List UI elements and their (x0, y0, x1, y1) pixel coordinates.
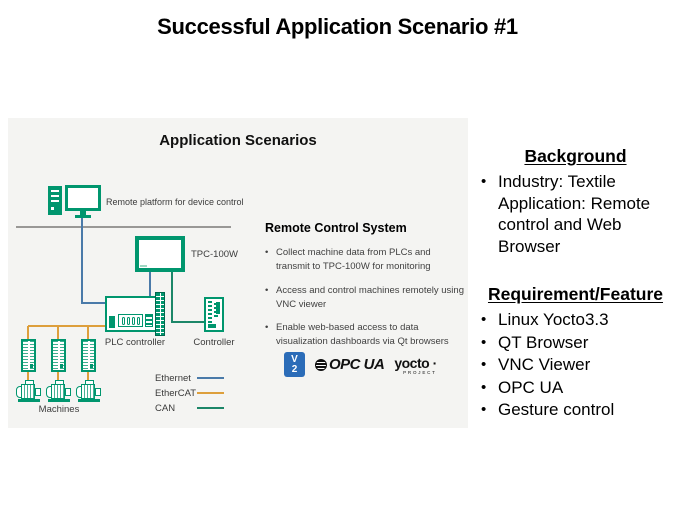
monitor-base (75, 215, 91, 218)
rcs-bullet-list: Collect machine data from PLCs and trans… (265, 246, 467, 350)
rcs-heading: Remote Control System (265, 221, 407, 235)
tpc-label: TPC-100W (191, 249, 238, 260)
page-title: Successful Application Scenario #1 (157, 14, 518, 39)
tpc-100w-panel-icon (135, 236, 185, 272)
requirement-feature-block: Requirement/Feature Linux Yocto3.3 QT Br… (477, 284, 674, 421)
desktop-monitor-icon (65, 185, 101, 211)
yocto-project-logo: yocto · PROJECT (394, 354, 437, 375)
remote-platform-label: Remote platform for device control (106, 197, 244, 207)
connection-wires (16, 216, 231, 409)
ethercat-motor-lines (27, 372, 89, 380)
rcs-bullet: Access and control machines remotely usi… (265, 284, 467, 313)
requirement-bullet: Linux Yocto3.3 (477, 309, 674, 331)
controller-icon (204, 297, 224, 332)
legend-label-can: CAN (155, 403, 176, 414)
machine-rack-icon (81, 339, 96, 372)
remote-control-system-block: Remote Control System Collect machine da… (265, 221, 467, 359)
opc-ua-globe-icon (315, 358, 327, 371)
motor-icon (16, 380, 43, 402)
background-heading: Background (524, 146, 627, 166)
right-text-column: Background Industry: Textile Application… (477, 146, 674, 422)
opc-ua-logo: OPC UA (315, 356, 385, 373)
requirement-bullet: VNC Viewer (477, 354, 674, 376)
machine-rack-icon (51, 339, 66, 372)
ethercat-bus-lines (27, 325, 105, 339)
can-line-tpc-controller (171, 272, 204, 323)
requirement-bullet: Gesture control (477, 399, 674, 421)
requirement-bullet: OPC UA (477, 377, 674, 399)
plc-terminal-block (155, 292, 165, 336)
requirement-heading: Requirement/Feature (487, 284, 664, 304)
vnc-logo: V2 (284, 352, 305, 377)
requirement-bullet-list: Linux Yocto3.3 QT Browser VNC Viewer OPC… (477, 309, 674, 421)
legend-label-ethernet: Ethernet (155, 373, 191, 384)
motor-icon (46, 380, 73, 402)
background-bullet-list: Industry: Textile Application: Remote co… (477, 171, 674, 257)
background-bullet: Industry: Textile Application: Remote co… (477, 171, 674, 257)
legend-label-ethercat: EtherCAT (155, 388, 197, 399)
machine-rack-icon (21, 339, 36, 372)
rcs-bullet: Enable web-based access to data visualiz… (265, 321, 467, 350)
controller-label: Controller (193, 337, 235, 348)
monitor-stand (80, 211, 86, 215)
machines-label: Machines (38, 404, 80, 415)
technology-logos: V2 OPC UA yocto · PROJECT (284, 351, 437, 378)
panel-heading: Application Scenarios (159, 132, 317, 149)
application-scenarios-panel: Application Scenarios Remote platform fo… (8, 118, 468, 428)
requirement-bullet: QT Browser (477, 332, 674, 354)
plc-controller-icon (105, 296, 157, 332)
motor-icon (76, 380, 103, 402)
rcs-bullet: Collect machine data from PLCs and trans… (265, 246, 467, 275)
ethernet-line-desktop-plc (81, 216, 105, 304)
desktop-tower-icon (48, 186, 62, 215)
plc-label: PLC controller (104, 337, 166, 348)
